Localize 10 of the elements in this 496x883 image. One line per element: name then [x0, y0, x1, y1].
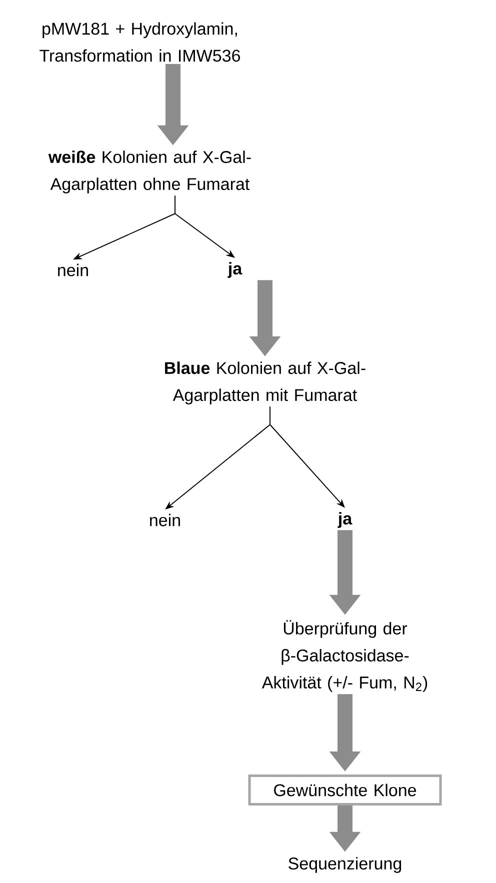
flow-text: Sequenzierung	[288, 857, 402, 873]
flow-text: pMW181 + Hydroxylamin, Transformation in IMW536	[40, 22, 240, 62]
answer-label: nein	[58, 264, 88, 276]
flow-text: weiße Kolonien auf X-Gal-Agarplatten ohne Fumarat	[48, 150, 251, 194]
flow-text: Blaue Kolonien auf X-Gal-Agarplatten mit Fumarat	[165, 362, 366, 404]
answer-label: ja	[338, 512, 352, 528]
result-box: Gewünschte Klone	[248, 774, 442, 806]
answer-label: ja	[228, 262, 242, 278]
answer-label: nein	[150, 514, 180, 526]
flow-text: Überprüfung der β-Galactosidase-Aktivität (+/- Fum, N$_{2}$)	[262, 620, 428, 692]
